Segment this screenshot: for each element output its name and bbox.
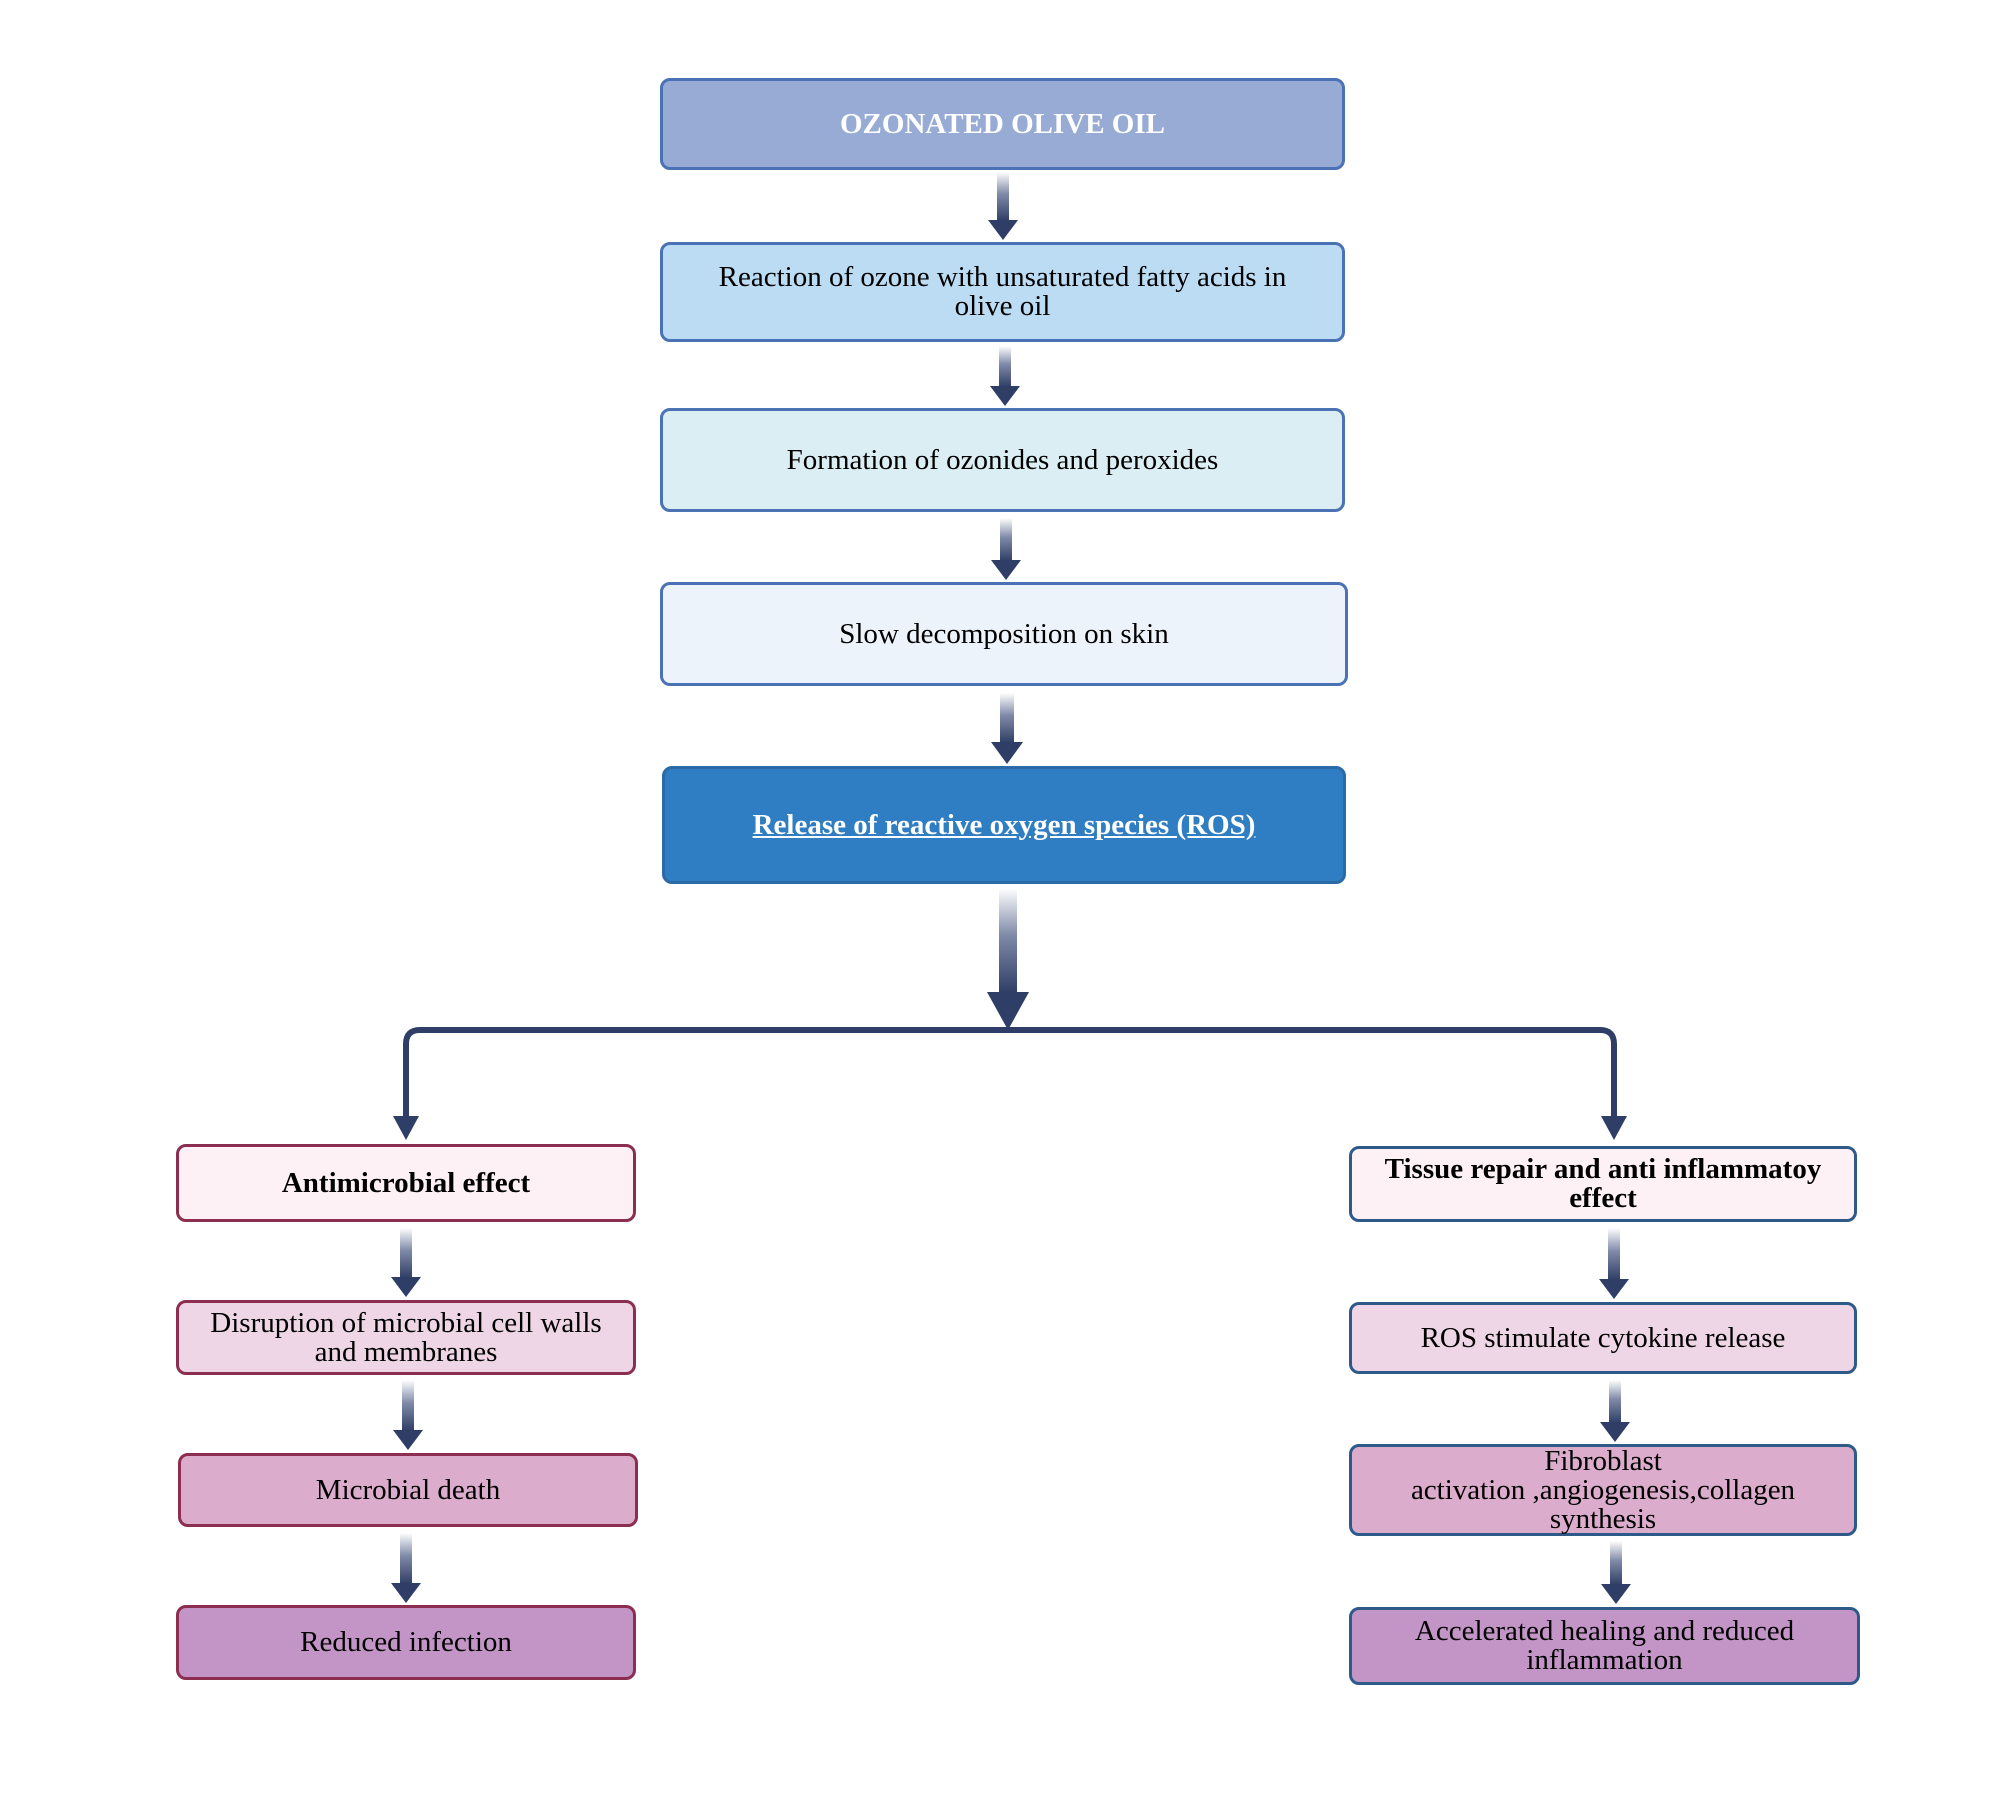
reaction-line-2: olive oil [954,290,1051,322]
fibroblast-line-3: synthesis [1549,1502,1657,1535]
tissue-repair-line-1: Tissue repair and anti inflammatoy [1384,1153,1822,1185]
tissue-repair-line-2: effect [1569,1182,1637,1214]
accelerated-healing-line-2: inflammation [1526,1644,1683,1676]
reduced-infection-outcome: Reduced infection [176,1605,636,1680]
arrow-tissue-to-cytokine [1599,1228,1629,1299]
accelerated-healing-outcome: Accelerated healing and reduced inflamma… [1349,1607,1860,1685]
arrow-title-to-reaction [988,172,1018,240]
arrow-antimicrobial-to-disruption [391,1228,421,1297]
disruption-line-1: Disruption of microbial cell walls [210,1306,602,1339]
microbial-death-step: Microbial death [178,1453,638,1527]
decomposition-step: Slow decomposition on skin [660,582,1348,686]
fibroblast-line-2: activation ,angiogenesis,collagen [1410,1473,1796,1506]
cytokine-release-step: ROS stimulate cytokine release [1349,1302,1857,1374]
arrow-death-to-reduced [391,1533,421,1603]
disruption-step: Disruption of microbial cell walls and m… [176,1300,636,1375]
antimicrobial-heading-box: Antimicrobial effect [176,1144,636,1222]
formation-text: Formation of ozonides and peroxides [786,443,1219,476]
title-box: OZONATED OLIVE OIL [660,78,1345,170]
title-text: OZONATED OLIVE OIL [840,107,1165,140]
formation-step: Formation of ozonides and peroxides [660,408,1345,512]
arrow-reaction-to-formation [990,346,1020,406]
antimicrobial-heading: Antimicrobial effect [281,1166,531,1199]
ros-release-text: Release of reactive oxygen species (ROS) [752,808,1256,841]
branch-split-connector [403,1027,1617,1120]
arrow-formation-to-decomposition [991,518,1021,580]
arrow-disruption-to-death [393,1380,423,1450]
reaction-step: Reaction of ozone with unsaturated fatty… [660,242,1345,342]
tissue-repair-heading-box: Tissue repair and anti inflammatoy effec… [1349,1146,1857,1222]
reduced-infection-text: Reduced infection [300,1626,512,1658]
fibroblast-activation-step: Fibroblast activation ,angiogenesis,coll… [1349,1444,1857,1536]
fibroblast-line-1: Fibroblast [1544,1444,1662,1477]
arrow-decomposition-to-ros [991,693,1023,764]
microbial-death-text: Microbial death [315,1473,501,1506]
arrow-cytokine-to-fibroblast [1600,1380,1630,1442]
arrowhead-to-tissue-repair [1601,1116,1627,1140]
ros-release-step: Release of reactive oxygen species (ROS) [662,766,1346,884]
arrowhead-to-antimicrobial [393,1116,419,1140]
reaction-line-1: Reaction of ozone with unsaturated fatty… [718,261,1287,293]
decomposition-text: Slow decomposition on skin [839,617,1169,650]
disruption-line-2: and membranes [314,1335,498,1368]
arrow-fibroblast-to-accelerated [1601,1541,1631,1604]
accelerated-healing-line-1: Accelerated healing and reduced [1414,1615,1795,1647]
arrow-ros-to-split [987,888,1029,1030]
cytokine-release-text: ROS stimulate cytokine release [1420,1321,1786,1354]
